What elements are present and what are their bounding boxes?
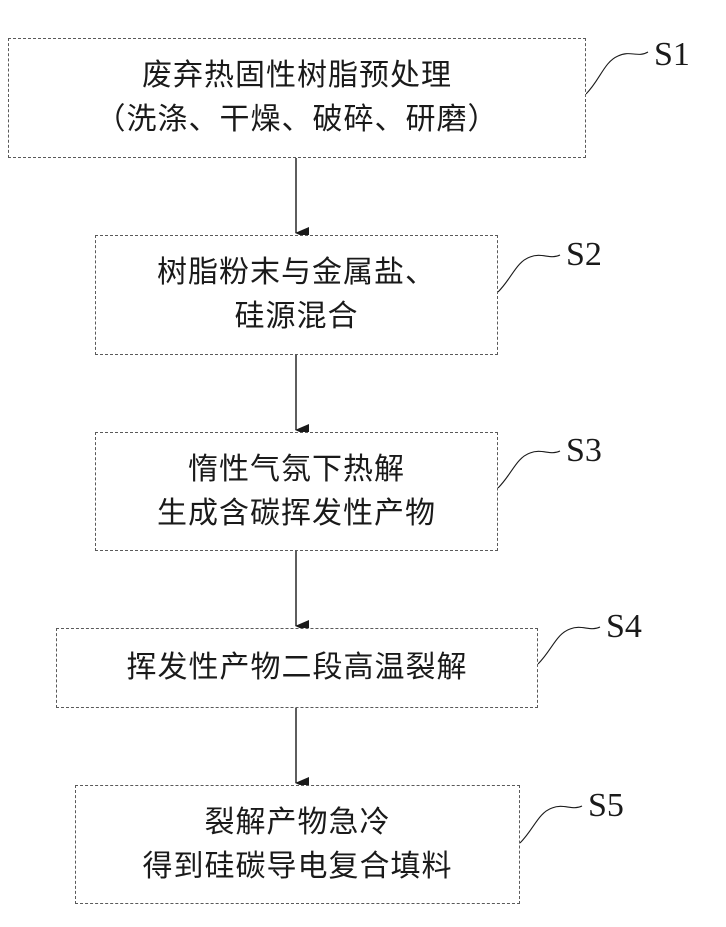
leader-s3 [498,451,560,488]
step-box-s2: 树脂粉末与金属盐、 硅源混合 [95,235,498,355]
step-box-s1: 废弃热固性树脂预处理 （洗涤、干燥、破碎、研磨） [8,38,586,158]
leader-s1 [586,52,648,94]
step-box-s5: 裂解产物急冷 得到硅碳导电复合填料 [75,785,520,904]
step-box-s3: 惰性气氛下热解 生成含碳挥发性产物 [95,432,498,551]
step-label-s4: S4 [606,610,642,644]
leader-s4 [538,627,600,664]
step-s4-line-1: 挥发性产物二段高温裂解 [127,646,468,690]
step-label-s1: S1 [654,38,690,72]
step-s3-line-1: 惰性气氛下热解 [188,448,405,492]
step-s2-line-2: 硅源混合 [235,295,359,339]
step-s1-line-1: 废弃热固性树脂预处理 [142,54,452,98]
step-s1-line-2: （洗涤、干燥、破碎、研磨） [96,98,499,142]
step-label-s5: S5 [588,789,624,823]
leader-s2 [498,255,560,292]
step-s2-line-1: 树脂粉末与金属盐、 [157,251,436,295]
step-s5-line-2: 得到硅碳导电复合填料 [143,845,453,889]
step-label-s2: S2 [566,238,602,272]
leader-s5 [520,806,582,843]
step-s5-line-1: 裂解产物急冷 [205,801,391,845]
step-label-s3: S3 [566,434,602,468]
step-s3-line-2: 生成含碳挥发性产物 [157,492,436,536]
step-box-s4: 挥发性产物二段高温裂解 [56,628,538,708]
